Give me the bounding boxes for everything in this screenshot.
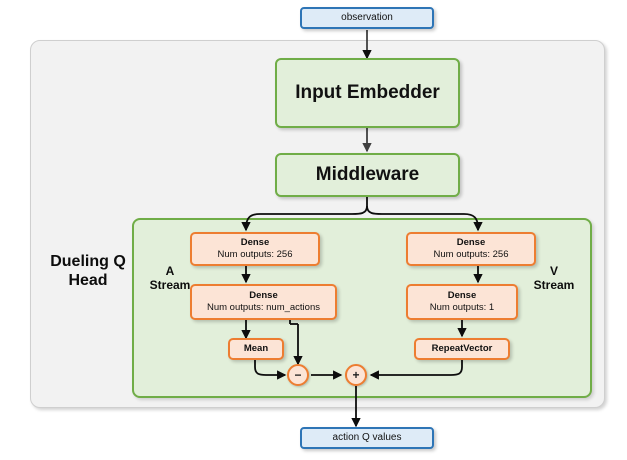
- mean-label: Mean: [243, 343, 269, 355]
- observation-label: observation: [341, 11, 393, 23]
- v-stream-label-line2: Stream: [533, 278, 575, 293]
- a-stream-dense1-subtitle: Num outputs: 256: [217, 249, 293, 260]
- subtract-op-symbol: −: [294, 368, 302, 382]
- a-stream-dense2-node[interactable]: Dense Num outputs: num_actions: [190, 284, 337, 320]
- subtract-op-node[interactable]: −: [287, 364, 309, 386]
- action-q-values-node[interactable]: action Q values: [300, 427, 434, 449]
- v-stream-dense1-node[interactable]: Dense Num outputs: 256: [406, 232, 536, 266]
- dueling-q-head-label-line1: Dueling Q: [50, 253, 126, 270]
- observation-node[interactable]: observation: [300, 7, 434, 29]
- v-stream-label-line1: V: [549, 264, 558, 278]
- mean-node[interactable]: Mean: [228, 338, 284, 360]
- v-stream-dense1-title: Dense: [456, 237, 486, 249]
- v-stream-dense2-node[interactable]: Dense Num outputs: 1: [406, 284, 518, 320]
- dueling-q-head-label-line2: Head: [68, 272, 108, 290]
- a-stream-label: A Stream: [140, 264, 200, 293]
- input-embedder-label: Input Embedder: [295, 82, 440, 104]
- a-stream-label-line1: A: [165, 264, 175, 278]
- v-stream-dense1-subtitle: Num outputs: 256: [433, 249, 509, 260]
- a-stream-label-line2: Stream: [149, 278, 191, 293]
- a-stream-dense1-title: Dense: [240, 237, 270, 249]
- action-q-values-label: action Q values: [332, 431, 402, 443]
- middleware-node[interactable]: Middleware: [275, 153, 460, 197]
- v-stream-label: V Stream: [524, 264, 584, 293]
- a-stream-dense2-subtitle: Num outputs: num_actions: [206, 302, 320, 313]
- v-stream-dense2-subtitle: Num outputs: 1: [429, 302, 495, 313]
- a-stream-dense2-title: Dense: [249, 290, 278, 302]
- repeat-vector-node[interactable]: RepeatVector: [414, 338, 510, 360]
- a-stream-dense1-node[interactable]: Dense Num outputs: 256: [190, 232, 320, 266]
- add-op-node[interactable]: +: [345, 364, 367, 386]
- repeat-vector-label: RepeatVector: [431, 343, 493, 355]
- middleware-label: Middleware: [315, 164, 420, 186]
- v-stream-dense2-title: Dense: [447, 290, 477, 302]
- dueling-q-head-label: Dueling Q Head: [33, 252, 143, 290]
- add-op-symbol: +: [352, 368, 360, 382]
- input-embedder-node[interactable]: Input Embedder: [275, 58, 460, 128]
